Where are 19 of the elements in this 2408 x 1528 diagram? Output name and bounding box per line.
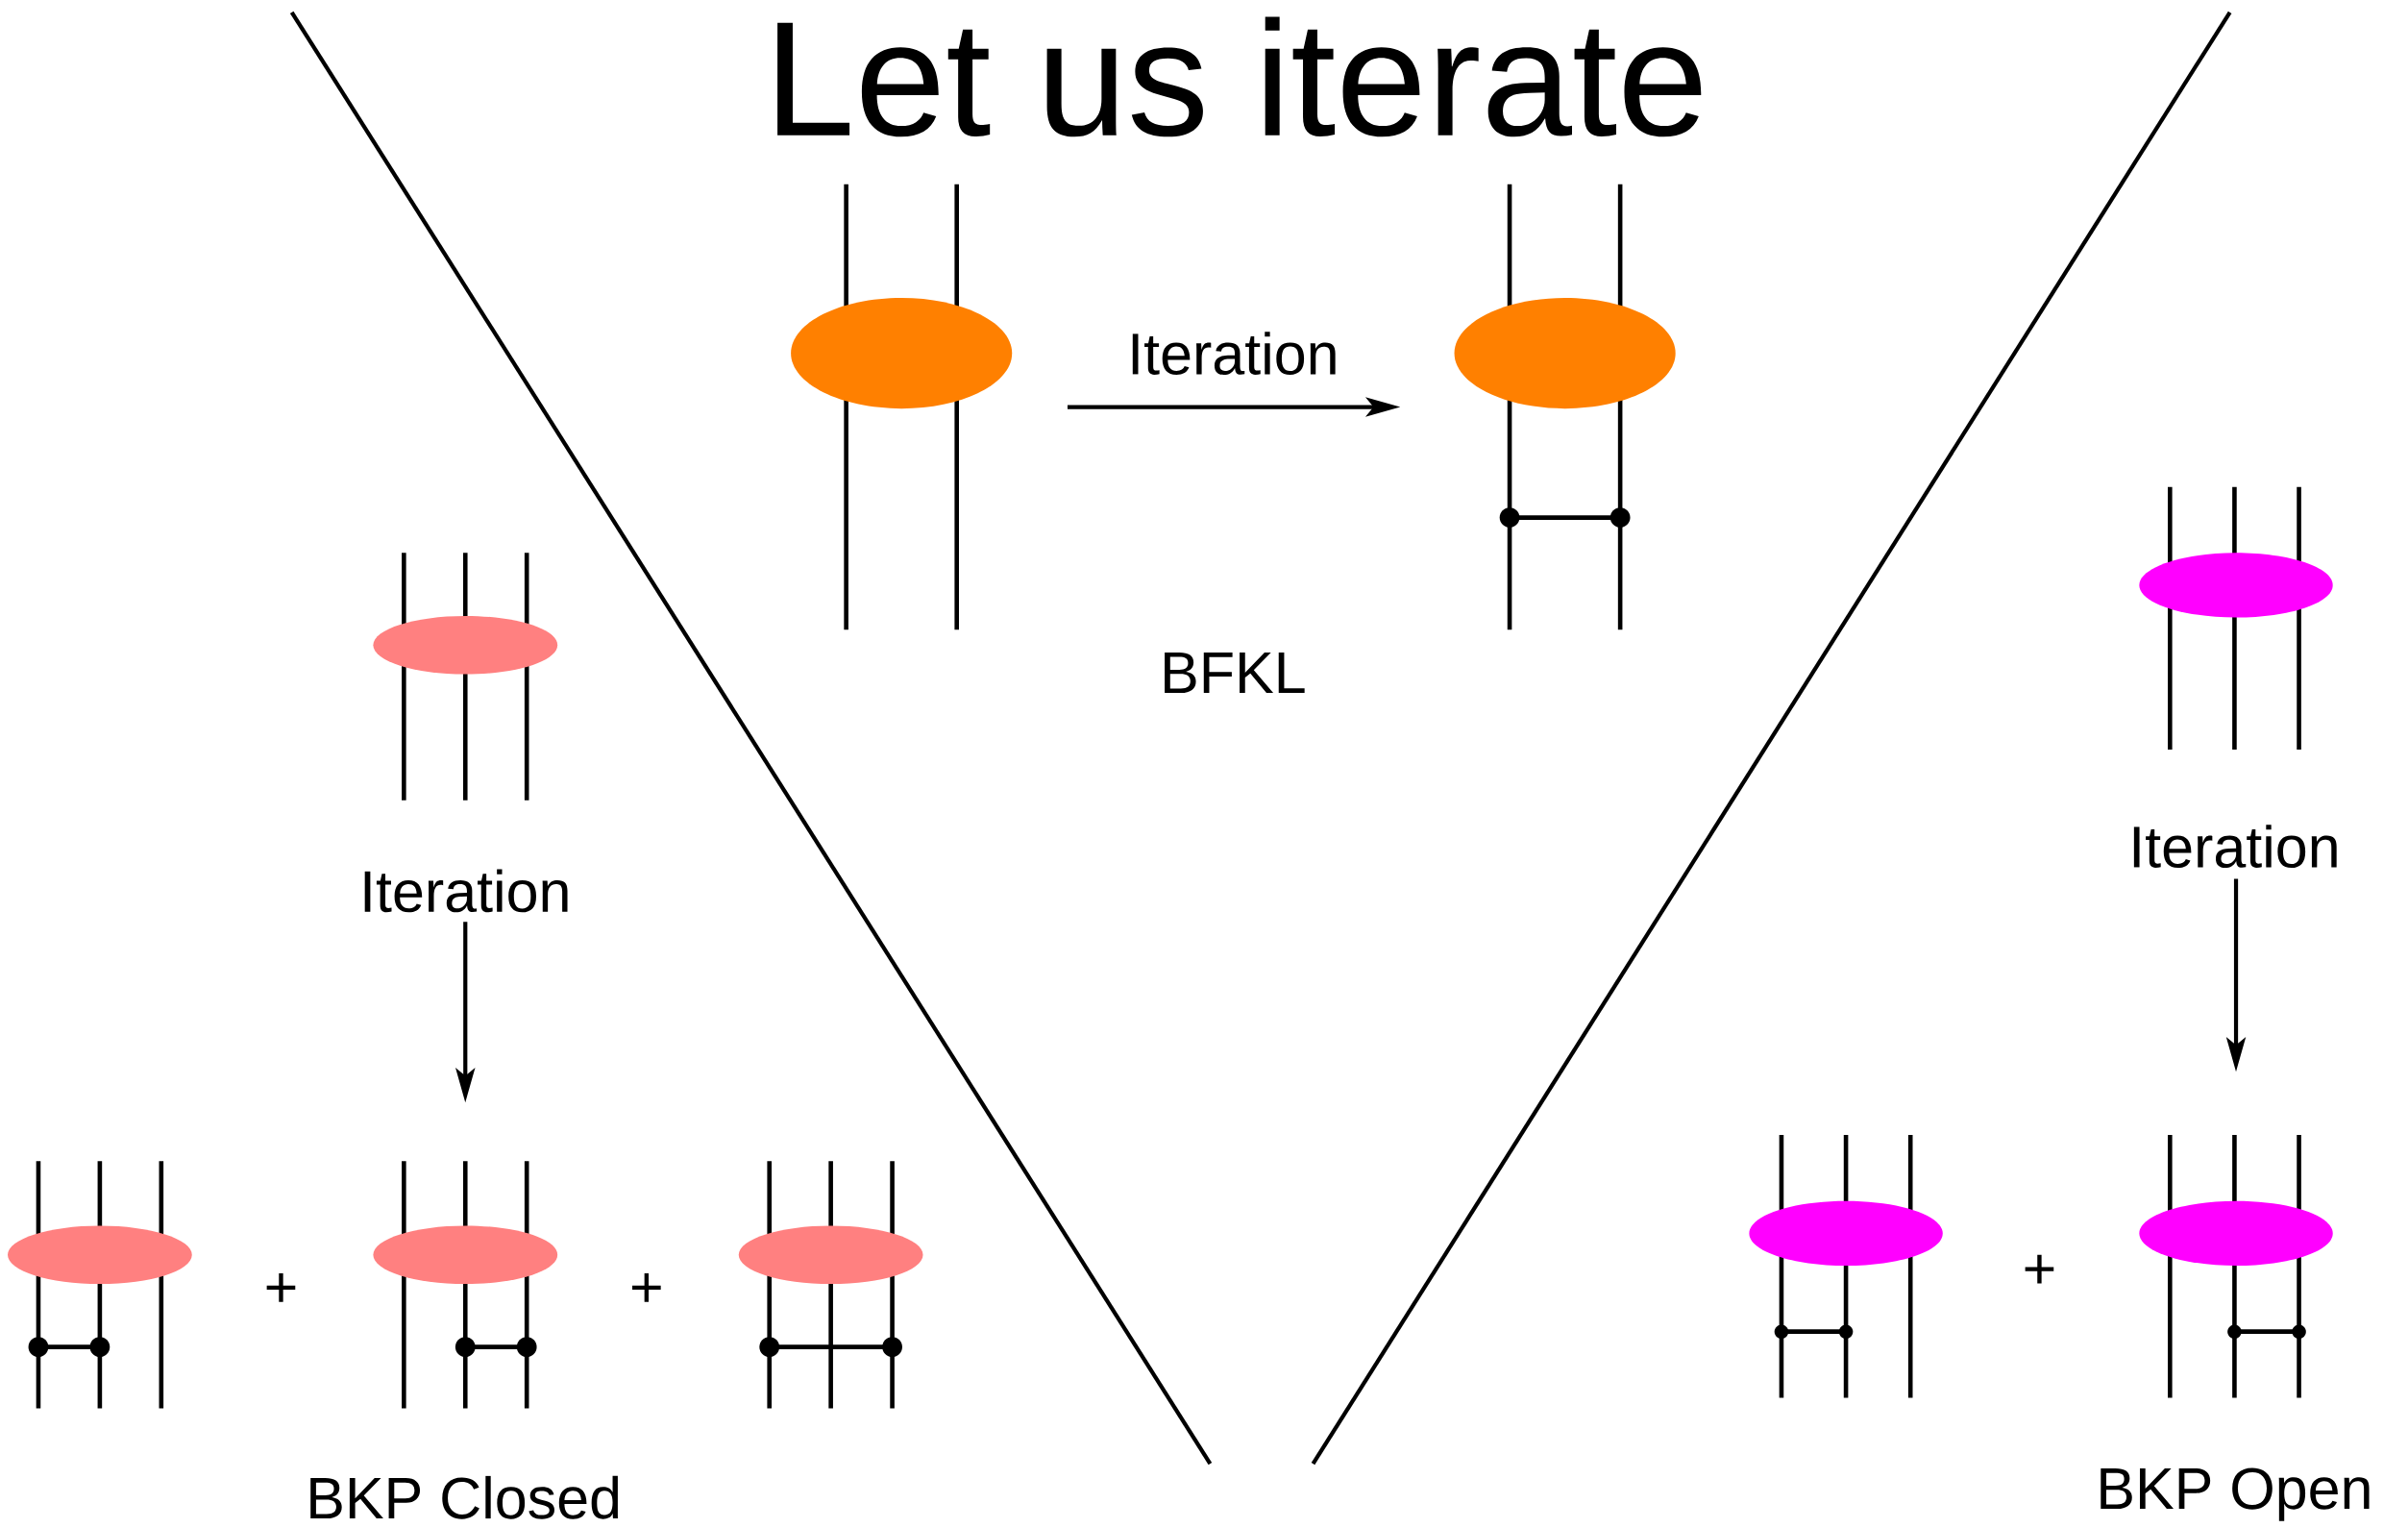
edge-label: Iteration [357,867,574,915]
diagram-drawing [373,553,558,801]
diagram-drawing [791,184,1013,630]
diagram-drawing [1454,184,1676,630]
plus-sign: + [266,1272,296,1302]
diagram-drawing [1749,1135,1943,1398]
caption-text: BKP Closed [310,1475,619,1519]
diagram-drawing [738,1161,923,1409]
caption-text: BKP Open [2101,1467,2370,1521]
edge-label: Iteration [1125,330,1341,377]
diagram-drawing [8,1161,192,1409]
plus-sign: + [632,1272,661,1302]
diagram-drawing [373,1161,558,1409]
caption-text: BFKL [1165,652,1305,693]
title: Let us iterate [777,16,1702,137]
plus-sign: + [2025,1254,2054,1284]
diagram-drawing [2139,1135,2333,1398]
edge-label: Iteration [2126,823,2343,870]
diagram-drawing [2139,486,2333,750]
